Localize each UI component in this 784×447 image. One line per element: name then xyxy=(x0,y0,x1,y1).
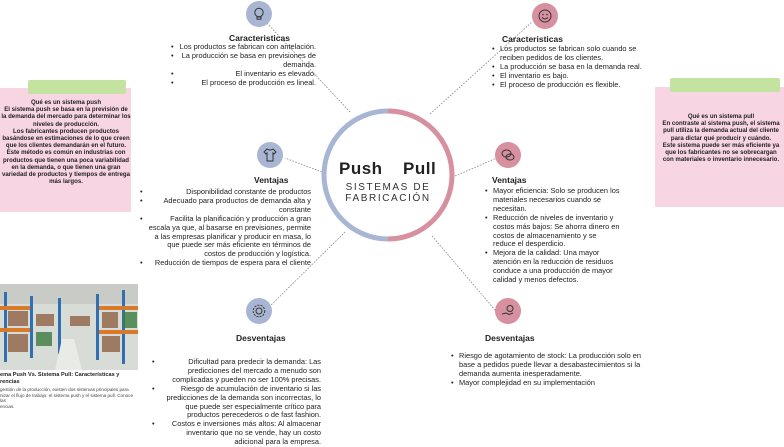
pull-ventajas-title: Ventajas xyxy=(492,175,527,185)
smile-icon xyxy=(532,3,558,29)
pull-desventajas-list: Riesgo de agotamiento de stock: La produ… xyxy=(450,351,646,388)
push-desventajas-list: Dificultad para predecir la demanda: Las… xyxy=(151,357,321,447)
pull-label: Pull xyxy=(403,159,437,178)
push-caracteristicas-title: Caracteristicas xyxy=(229,33,290,43)
push-note-text: Qué es un sistema push El sistema push s… xyxy=(1,99,131,186)
list-item: La producción se basa en previsiones de … xyxy=(170,51,316,70)
list-item: Reducción de tiempos de espera para el c… xyxy=(139,258,311,268)
chat-icon xyxy=(495,142,521,168)
list-item: Reducción de niveles de inventario y cos… xyxy=(484,213,620,250)
list-item: Riesgo de agotamiento de stock: La produ… xyxy=(450,351,646,379)
list-item: Mejora de la calidad: Una mayor atención… xyxy=(484,248,620,285)
push-label: Push xyxy=(339,159,383,178)
subtitle: SISTEMAS DE FABRICACIÓN xyxy=(345,182,431,204)
lightbulb-icon xyxy=(246,1,272,27)
gear-icon xyxy=(246,298,272,324)
pull-note-card xyxy=(655,87,784,207)
center-ring xyxy=(321,108,455,242)
center-title: Push Pull SISTEMAS DE FABRICACIÓN xyxy=(320,107,456,243)
push-ventajas-title: Ventajas xyxy=(254,175,289,185)
pull-caracteristicas-title: Caracteristicas xyxy=(502,34,563,44)
pull-caracteristicas-list: Los productos se fabrican solo cuando se… xyxy=(491,44,643,90)
list-item: Costos e inversiones más altos: Al almac… xyxy=(151,419,321,447)
list-item: El inventario es bajo. xyxy=(491,71,643,81)
list-item: Dificultad para predecir la demanda: Las… xyxy=(151,357,321,385)
push-desventajas-title: Desventajas xyxy=(236,333,286,343)
article-title: ema Push Vs. Sistema Pull: Característic… xyxy=(0,372,120,385)
list-item: El proceso de producción es flexible. xyxy=(491,80,643,90)
warehouse-photo xyxy=(0,284,138,370)
hand-coin-icon xyxy=(495,298,521,324)
list-item: Mayor complejidad en su implementación xyxy=(450,378,646,388)
note-tab xyxy=(28,80,126,94)
article-body: gestión de la producción, existen dos si… xyxy=(0,387,134,409)
pull-ventajas-list: Mayor eficiencia: Solo se producen los m… xyxy=(484,186,620,285)
list-item: Mayor eficiencia: Solo se producen los m… xyxy=(484,186,620,214)
push-note-card xyxy=(0,88,131,212)
pull-desventajas-title: Desventajas xyxy=(485,333,535,343)
list-item: Los productos se fabrican solo cuando se… xyxy=(491,44,643,63)
list-item: Riesgo de acumulación de inventario si l… xyxy=(151,384,321,421)
push-caracteristicas-list: Los productos se fabrican con antelación… xyxy=(170,42,316,88)
note-tab xyxy=(670,78,780,92)
list-item: Disponibilidad constante de productos xyxy=(139,187,311,197)
list-item: La producción se basa en la demanda real… xyxy=(491,62,643,72)
push-ventajas-list: Disponibilidad constante de productos Ad… xyxy=(139,187,311,268)
list-item: El inventario es elevado. xyxy=(170,69,316,79)
shirt-icon xyxy=(257,142,283,168)
list-item: Los productos se fabrican con antelación… xyxy=(170,42,316,52)
pull-note-text: Qué es un sistema pull En contraste al s… xyxy=(662,113,780,164)
list-item: Adecuado para productos de demanda alta … xyxy=(139,196,311,215)
list-item: El proceso de producción es lineal. xyxy=(170,78,316,88)
list-item: Facilita la planificación y producción a… xyxy=(139,214,311,260)
